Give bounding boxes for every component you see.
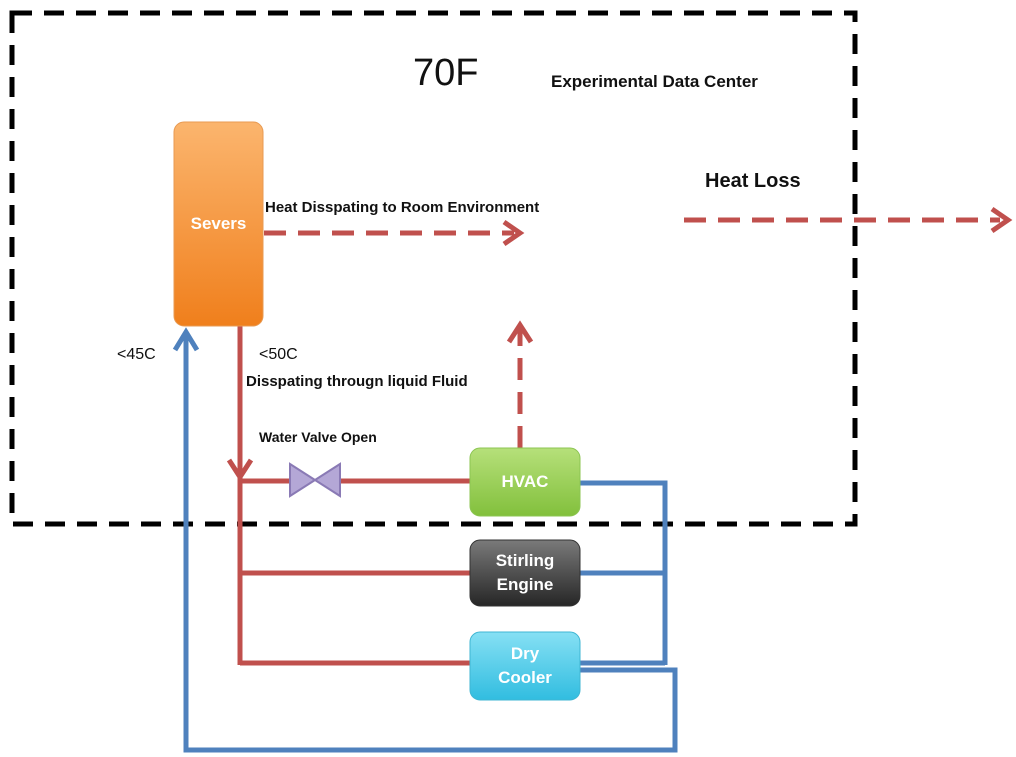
servers-box[interactable]: Severs xyxy=(174,122,263,326)
room-temperature: 70F xyxy=(413,52,479,94)
liquid-fluid-label: Disspating througn liquid Fluid xyxy=(246,373,468,390)
room-title: Experimental Data Center xyxy=(551,72,758,91)
cold-return-lines xyxy=(172,327,678,753)
hvac-box[interactable]: HVAC xyxy=(470,448,580,516)
dry-cooler-box[interactable]: Dry Cooler xyxy=(470,632,580,700)
stirling-engine-box[interactable]: Stirling Engine xyxy=(470,540,580,606)
servers-box-fill xyxy=(173,121,264,327)
hvac-box-fill xyxy=(469,447,581,517)
supply-temp-label: <50C xyxy=(259,346,298,363)
stirling-engine-label: Stirling Engine xyxy=(495,551,555,594)
room-boundary xyxy=(9,10,858,527)
stirling-box-fill xyxy=(469,539,581,607)
hot-supply-lines xyxy=(226,326,470,666)
valve-label: Water Valve Open xyxy=(259,429,377,445)
hvac-exhaust-arrow xyxy=(506,320,534,448)
hvac-label: HVAC xyxy=(501,472,549,491)
heat-dissipating-arrow xyxy=(264,219,525,247)
heat-loss-arrow xyxy=(684,206,1013,234)
servers-label: Severs xyxy=(190,214,247,233)
dry-cooler-label: Dry Cooler xyxy=(498,644,552,687)
heat-dissipating-label: Heat Disspating to Room Environment xyxy=(265,199,540,216)
return-temp-label: <45C xyxy=(117,346,156,363)
heat-loss-label: Heat Loss xyxy=(705,170,801,192)
water-valve-icon[interactable] xyxy=(289,462,341,498)
dry-cooler-box-fill xyxy=(469,631,581,701)
